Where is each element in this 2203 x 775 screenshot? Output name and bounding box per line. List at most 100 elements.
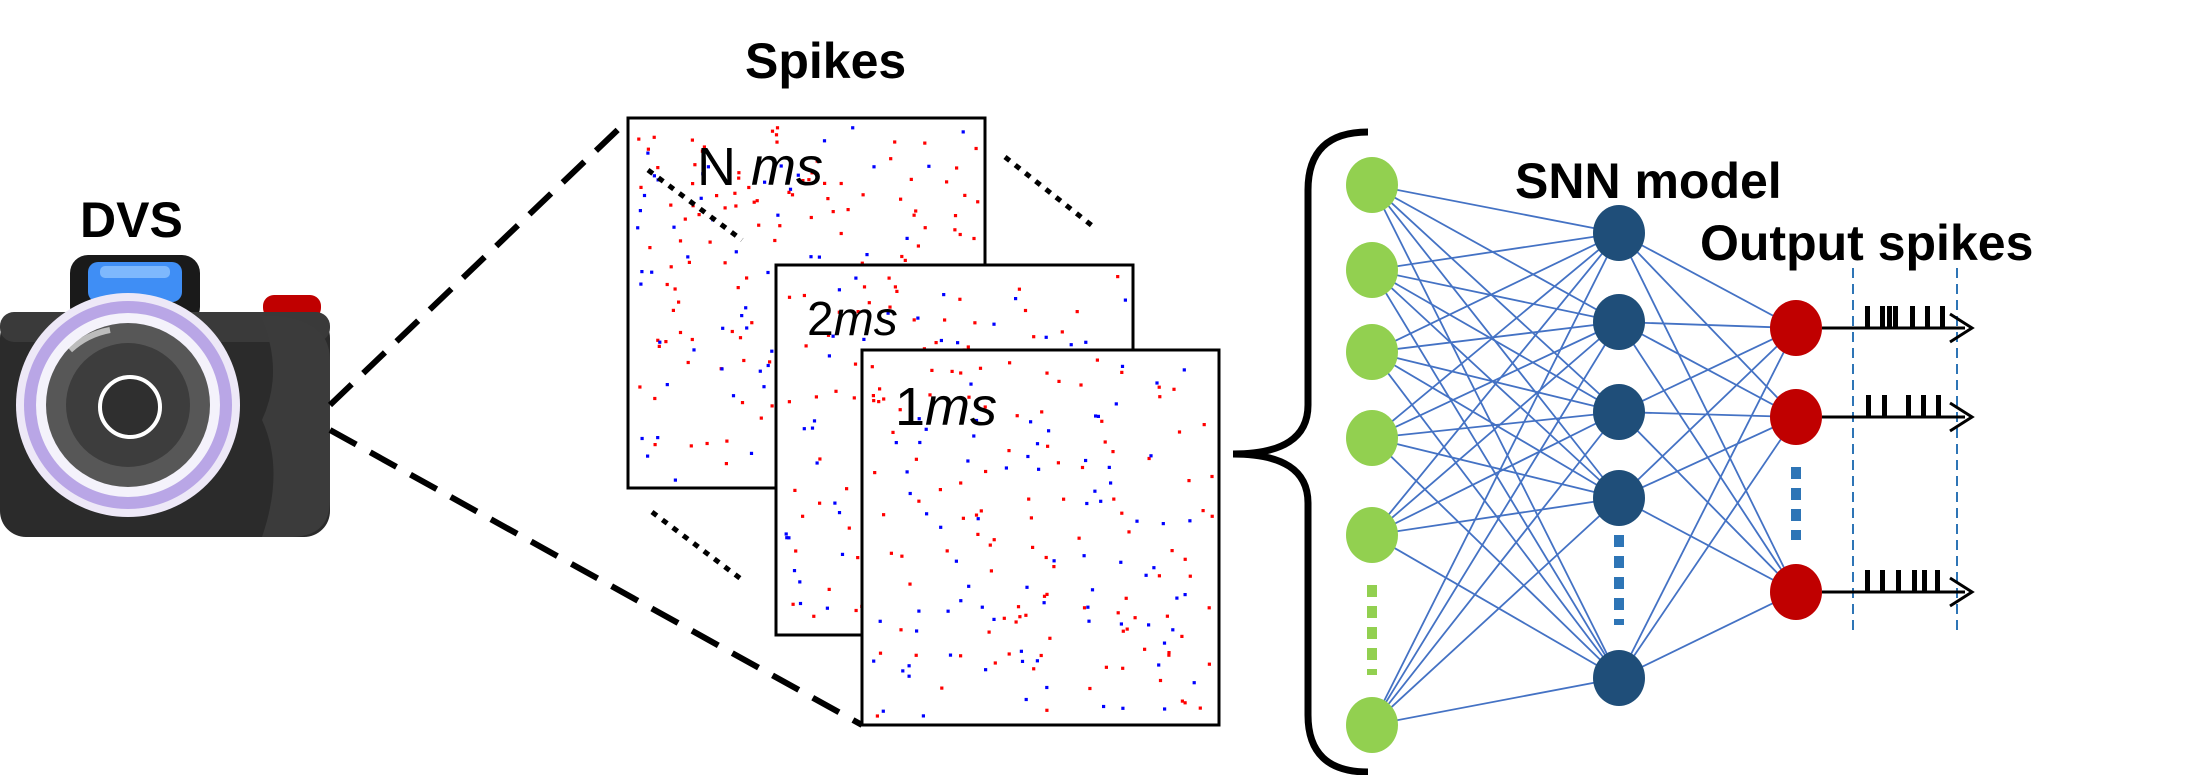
event-on-dot <box>683 217 687 221</box>
hidden-neuron <box>1593 384 1645 440</box>
event-on-dot <box>818 501 822 505</box>
event-on-dot <box>923 141 927 145</box>
event-on-dot <box>1082 606 1087 610</box>
event-on-dot <box>1111 450 1115 454</box>
frame-2ms-label: 2ms <box>807 293 898 346</box>
event-off-dot <box>1042 601 1046 605</box>
event-on-dot <box>889 157 893 161</box>
event-on-dot <box>801 179 805 183</box>
event-off-dot <box>701 172 705 176</box>
output-spike <box>1893 306 1898 328</box>
event-on-dot <box>826 333 831 337</box>
event-off-dot <box>740 314 744 318</box>
event-off-dot <box>1147 623 1151 627</box>
input-neuron <box>1346 324 1398 380</box>
event-on-dot <box>888 305 892 309</box>
event-off-dot <box>1152 566 1156 570</box>
event-on-dot <box>938 488 942 492</box>
output-spike <box>1935 570 1940 592</box>
event-on-dot <box>872 399 876 403</box>
output-spike <box>1912 570 1917 592</box>
event-on-dot <box>708 240 712 244</box>
event-off-dot <box>809 255 813 259</box>
event-on-dot <box>826 197 830 201</box>
event-on-dot <box>1046 444 1050 448</box>
event-on-dot <box>677 300 681 304</box>
event-on-dot <box>1024 613 1028 617</box>
event-on-dot <box>945 180 949 184</box>
event-on-dot <box>734 204 738 208</box>
event-on-dot <box>700 149 704 153</box>
event-on-dot <box>1018 615 1022 619</box>
event-on-dot <box>715 194 719 198</box>
event-off-dot <box>731 394 736 398</box>
event-on-dot <box>790 193 795 197</box>
event-on-dot <box>1032 667 1036 671</box>
event-off-dot <box>901 669 905 673</box>
event-on-dot <box>1080 465 1085 470</box>
event-on-dot <box>671 308 675 312</box>
event-off-dot <box>872 659 876 663</box>
event-on-dot <box>837 310 841 314</box>
event-on-dot <box>737 171 741 175</box>
event-on-dot <box>1180 634 1184 638</box>
event-off-dot <box>894 441 898 445</box>
event-on-dot <box>831 210 835 214</box>
event-off-dot <box>1149 454 1153 458</box>
event-on-dot <box>1103 440 1107 444</box>
camera-lens-glass <box>98 375 162 439</box>
event-on-dot <box>974 513 979 517</box>
event-off-dot <box>749 451 754 455</box>
output-spike <box>1882 395 1887 417</box>
event-on-dot <box>867 301 871 305</box>
event-off-dot <box>980 605 984 609</box>
event-off-dot <box>1161 522 1165 526</box>
output-spike <box>1921 395 1926 417</box>
connection-line <box>1371 232 1620 271</box>
event-on-dot <box>730 329 734 334</box>
event-off-dot <box>1090 588 1095 592</box>
event-off-dot <box>1087 619 1091 623</box>
event-on-dot <box>736 286 740 290</box>
event-off-dot <box>872 165 876 169</box>
event-on-dot <box>1207 606 1211 610</box>
event-on-dot <box>961 516 965 520</box>
event-on-dot <box>966 345 970 349</box>
event-on-dot <box>963 193 967 197</box>
input-neuron <box>1346 507 1398 563</box>
connection-line <box>1371 321 1620 536</box>
connection-line <box>1371 411 1620 439</box>
event-on-dot <box>639 185 643 189</box>
event-on-dot <box>770 404 774 408</box>
output-spike <box>1940 306 1945 328</box>
event-on-dot <box>724 462 728 466</box>
connection-line <box>1371 232 1620 439</box>
event-on-dot <box>657 344 661 348</box>
network-connections <box>1371 184 1797 726</box>
event-on-dot <box>928 393 932 397</box>
event-on-dot <box>1207 662 1211 666</box>
event-on-dot <box>742 358 746 363</box>
connection-line <box>1618 327 1797 499</box>
event-on-dot <box>802 293 806 298</box>
connection-line <box>1371 321 1620 726</box>
connection-line <box>1371 411 1620 726</box>
event-on-dot <box>1147 456 1151 461</box>
event-on-dot <box>1002 616 1006 620</box>
event-off-dot <box>969 382 973 386</box>
output-spike <box>1865 306 1870 328</box>
event-on-dot <box>791 602 795 606</box>
event-off-dot <box>1192 681 1196 685</box>
input-neuron <box>1346 242 1398 298</box>
event-on-dot <box>984 469 988 474</box>
output-neuron <box>1770 300 1822 356</box>
event-off-dot <box>1084 340 1088 344</box>
connection-line <box>1371 411 1620 536</box>
event-on-dot <box>882 513 886 517</box>
event-on-dot <box>878 387 882 391</box>
connection-line <box>1618 232 1797 329</box>
event-off-dot <box>827 354 831 358</box>
event-off-dot <box>840 552 845 556</box>
network-nodes <box>1346 157 1822 753</box>
event-on-dot <box>1172 387 1176 391</box>
